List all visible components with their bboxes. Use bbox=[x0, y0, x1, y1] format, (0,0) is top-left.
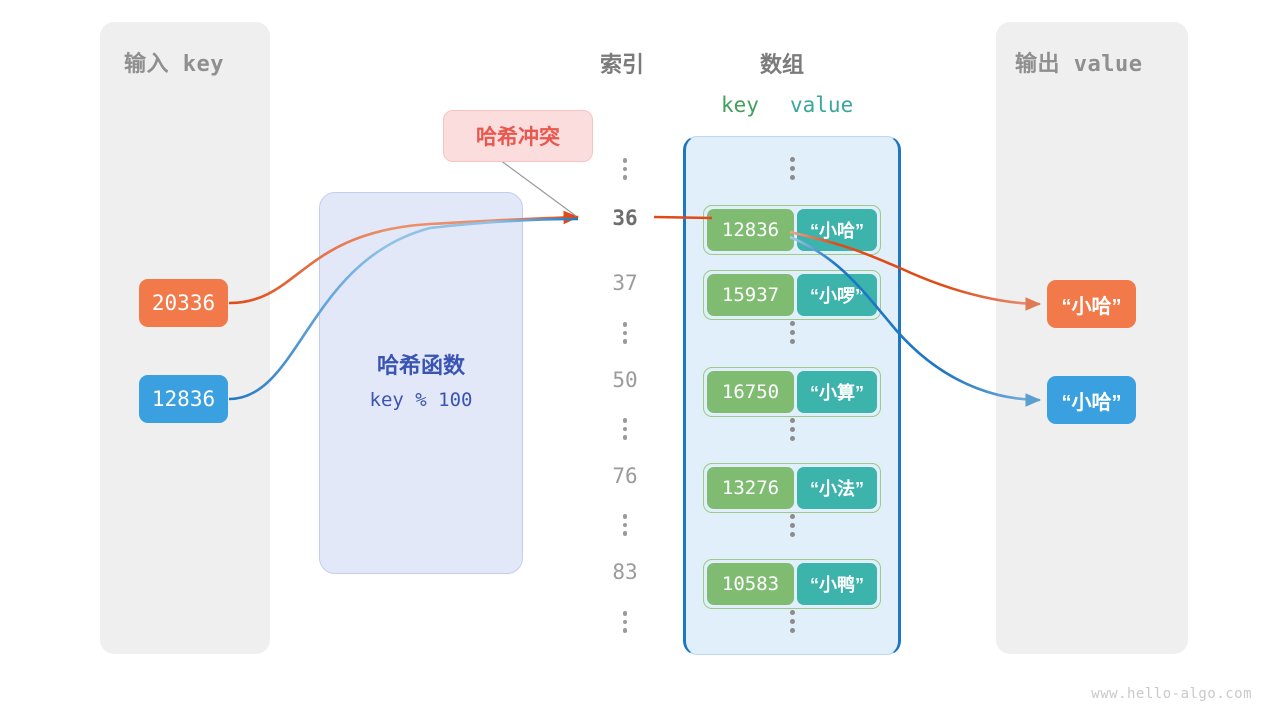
key-subheader: key bbox=[721, 93, 759, 117]
array-ellipsis bbox=[686, 321, 898, 344]
entry-key: 12836 bbox=[707, 209, 794, 251]
entry-value: “小啰” bbox=[797, 274, 877, 316]
index-column-header: 索引 bbox=[600, 52, 645, 77]
index-cell-76: 76 bbox=[612, 464, 638, 488]
array-entry: 13276 “小法” bbox=[703, 463, 881, 513]
entry-value: “小法” bbox=[797, 467, 877, 509]
output-value-label: “小哈” bbox=[1061, 295, 1122, 318]
array-entry: 16750 “小算” bbox=[703, 367, 881, 417]
index-cell-36: 36 bbox=[612, 206, 638, 230]
hash-collision-label: 哈希冲突 bbox=[476, 126, 560, 149]
index-ellipsis bbox=[592, 514, 658, 536]
array-entry: 10583 “小鸭” bbox=[703, 559, 881, 609]
array-ellipsis bbox=[686, 157, 898, 180]
output-panel-title: 输出 value bbox=[1015, 52, 1143, 77]
hash-function-title: 哈希函数 bbox=[376, 353, 465, 378]
index-cell-50: 50 bbox=[612, 368, 638, 392]
input-key-label: 20336 bbox=[151, 291, 216, 315]
index-ellipsis bbox=[592, 322, 658, 344]
index-cell-83: 83 bbox=[612, 560, 638, 584]
input-key-chip: 12836 bbox=[139, 375, 228, 423]
entry-key: 16750 bbox=[707, 371, 794, 413]
input-key-label: 12836 bbox=[151, 387, 216, 411]
array-ellipsis bbox=[686, 418, 898, 441]
output-value-label: “小哈” bbox=[1061, 391, 1122, 414]
watermark: www.hello-algo.com bbox=[1091, 686, 1252, 702]
entry-key: 15937 bbox=[707, 274, 794, 316]
hash-collision-callout: 哈希冲突 bbox=[443, 110, 593, 162]
entry-key: 10583 bbox=[707, 563, 794, 605]
output-value-chip: “小哈” bbox=[1047, 280, 1136, 328]
input-panel-title: 输入 key bbox=[124, 52, 224, 77]
entry-value: “小鸭” bbox=[797, 563, 877, 605]
array-entry: 12836 “小哈” bbox=[703, 205, 881, 255]
entry-value: “小算” bbox=[797, 371, 877, 413]
hash-function-formula: key % 100 bbox=[369, 389, 473, 411]
output-panel bbox=[996, 22, 1188, 654]
value-subheader: value bbox=[790, 93, 854, 117]
array-entry: 15937 “小啰” bbox=[703, 270, 881, 320]
input-panel bbox=[100, 22, 270, 654]
array-ellipsis bbox=[686, 514, 898, 537]
array-column-header: 数组 bbox=[760, 52, 805, 77]
output-value-chip: “小哈” bbox=[1047, 376, 1136, 424]
index-cell-37: 37 bbox=[612, 271, 638, 295]
hash-function-box: 哈希函数 key % 100 bbox=[319, 192, 523, 574]
hash-table-array: 12836 “小哈” 15937 “小啰” 16750 “小算” 13276 “… bbox=[683, 136, 901, 655]
index-ellipsis bbox=[592, 158, 658, 180]
input-key-chip: 20336 bbox=[139, 279, 228, 327]
index-ellipsis bbox=[592, 611, 658, 633]
array-ellipsis bbox=[686, 610, 898, 633]
entry-value: “小哈” bbox=[797, 209, 877, 251]
index-ellipsis bbox=[592, 418, 658, 440]
entry-key: 13276 bbox=[707, 467, 794, 509]
